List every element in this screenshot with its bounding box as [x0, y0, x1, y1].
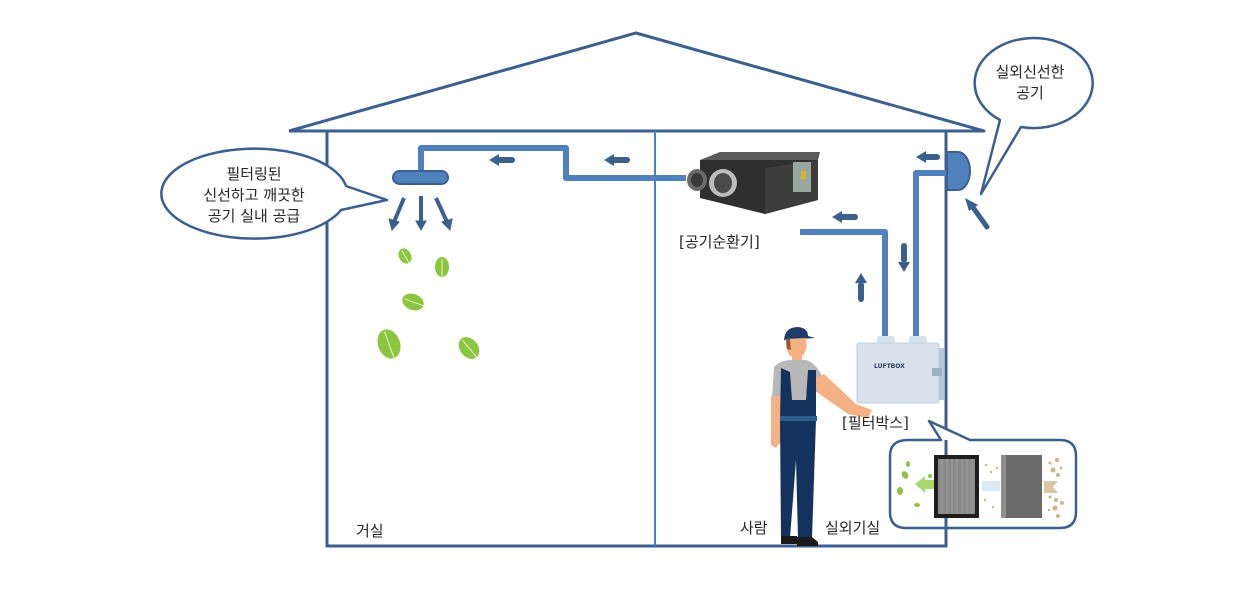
filter-detail-callout [888, 419, 1078, 530]
filter-box-unit-icon: LUFTBOX [856, 336, 944, 404]
bubble-line: 실외신선한 [995, 63, 1065, 81]
supply-duct [418, 145, 686, 181]
leaf-icon [377, 329, 401, 362]
filter-box-label: [필터박스] [842, 414, 909, 432]
arrow-left-icon [916, 151, 940, 163]
outdoor-intake-arrow [965, 198, 990, 230]
indoor-supply-bubble-text: 필터링된 신선하고 깨끗한 공기 실내 공급 [190, 164, 318, 227]
outdoor-air-bubble-text: 실외신선한 공기 [982, 62, 1078, 104]
bubble-line: 필터링된 [226, 165, 282, 183]
outdoor-intake-duct [913, 170, 946, 340]
arrow-left-icon [832, 211, 858, 223]
arrow-left-icon [604, 154, 630, 166]
air-ventilator-unit-icon [687, 152, 820, 214]
leaf-icon [435, 257, 449, 279]
bubble-line: 공기 실내 공급 [207, 207, 301, 225]
worker-icon [771, 327, 872, 546]
ceiling-diffuser-icon [392, 170, 449, 185]
person-label: 사람 [740, 519, 768, 537]
living-room-label: 거실 [356, 522, 384, 540]
roof [288, 31, 986, 133]
leaves [377, 248, 480, 362]
indoor-supply-bubble [160, 147, 389, 240]
filter-to-ventilator-duct [800, 229, 888, 340]
wall-vent-cap-icon [946, 151, 971, 191]
leaf-icon [402, 293, 426, 311]
diffuser-output-arrows [388, 196, 453, 232]
ventilator-label: [공기순환기] [679, 233, 760, 251]
clean-air-icon [897, 461, 934, 507]
filter-layers-icon [897, 455, 1064, 518]
leaf-icon [458, 337, 480, 360]
arrow-down-icon [898, 243, 910, 272]
outdoor-unit-room-label: 실외기실 [825, 519, 881, 537]
flow-arrows [489, 151, 940, 302]
bubble-line: 신선하고 깨끗한 [203, 186, 305, 204]
leaf-icon [398, 248, 412, 265]
bubble-line: 공기 [1016, 84, 1044, 102]
filter-box-brand: LUFTBOX [874, 363, 905, 370]
house-walls [325, 131, 948, 548]
arrow-left-icon [489, 154, 515, 166]
arrow-up-icon [855, 273, 867, 302]
outdoor-air-bubble [973, 36, 1094, 196]
